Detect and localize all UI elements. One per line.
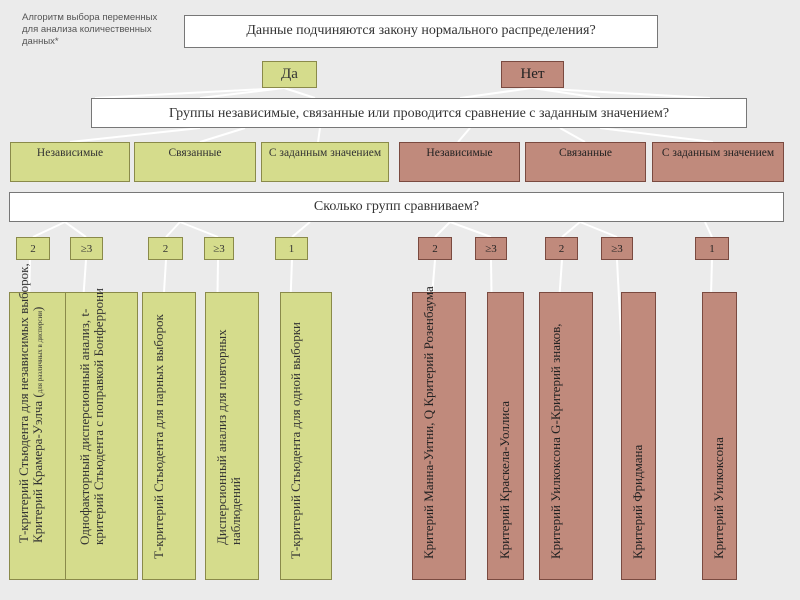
test-text: Т-критерий Стьюдента для независимых выб… xyxy=(16,263,45,543)
test-text-end: ) xyxy=(30,306,45,312)
count-box: ≥3 xyxy=(70,237,103,260)
count-box: ≥3 xyxy=(475,237,507,260)
header-given-value-green: С заданным значением xyxy=(261,142,389,182)
count-box: 1 xyxy=(695,237,729,260)
test-wilcoxon-sign: Критерий Уилкоксона G-Критерий знаков, xyxy=(539,292,593,580)
header-independent-green: Независимые xyxy=(10,142,130,182)
test-small-text: для различных в дисперсии xyxy=(36,311,44,394)
algorithm-note: Алгоритм выбора переменных для анализа к… xyxy=(22,12,158,47)
test-text: Критерий Краскела-Уоллиса xyxy=(496,401,512,559)
group-count-question: Сколько групп сравниваем? xyxy=(9,192,784,222)
normal-distribution-question: Данные подчиняются закону нормального ра… xyxy=(184,15,658,48)
test-text: Критерий Уилкоксона xyxy=(710,437,726,559)
test-text: Критерий Уилкоксона G-Критерий знаков, xyxy=(548,323,563,559)
count-box: 2 xyxy=(545,237,578,260)
test-text: Т-критерий Стьюдента для парных выборок xyxy=(151,314,166,559)
yes-box: Да xyxy=(262,61,317,88)
test-student-paired: Т-критерий Стьюдента для парных выборок xyxy=(142,292,196,580)
header-paired-red: Связанные xyxy=(525,142,646,182)
count-box: ≥3 xyxy=(204,237,234,260)
test-anova-bonferroni: Однофакторный дисперсионный анализ, t-кр… xyxy=(65,288,138,580)
count-box: 2 xyxy=(418,237,452,260)
header-paired-green: Связанные xyxy=(134,142,256,182)
count-box: 1 xyxy=(275,237,308,260)
count-box: 2 xyxy=(148,237,183,260)
header-independent-red: Независимые xyxy=(399,142,520,182)
header-given-value-red: С заданным значением xyxy=(652,142,784,182)
test-repeated-anova: Дисперсионный анализ для повторных наблю… xyxy=(205,292,259,580)
test-student-one-sample: Т-критерий Стьюдента для одной выборки xyxy=(280,292,332,580)
count-box: 2 xyxy=(16,237,50,260)
groups-question: Группы независимые, связанные или провод… xyxy=(91,98,747,128)
test-kruskal-wallis: Критерий Краскела-Уоллиса xyxy=(487,292,524,580)
test-text: Однофакторный дисперсионный анализ, t-кр… xyxy=(76,288,106,545)
count-box: ≥3 xyxy=(601,237,633,260)
test-student-independent: Т-критерий Стьюдента для независимых выб… xyxy=(9,263,69,580)
test-text: Т-критерий Стьюдента для одной выборки xyxy=(288,321,303,559)
test-text: Критерий Манна-Уитни, Q Критерий Розенба… xyxy=(421,286,436,559)
test-mann-whitney: Критерий Манна-Уитни, Q Критерий Розенба… xyxy=(412,286,466,580)
test-text: Критерий Фридмана xyxy=(629,444,645,559)
no-box: Нет xyxy=(501,61,564,88)
test-wilcoxon: Критерий Уилкоксона xyxy=(702,292,737,580)
test-text: Дисперсионный анализ для повторных наблю… xyxy=(214,329,243,545)
test-friedman: Критерий Фридмана xyxy=(621,292,656,580)
